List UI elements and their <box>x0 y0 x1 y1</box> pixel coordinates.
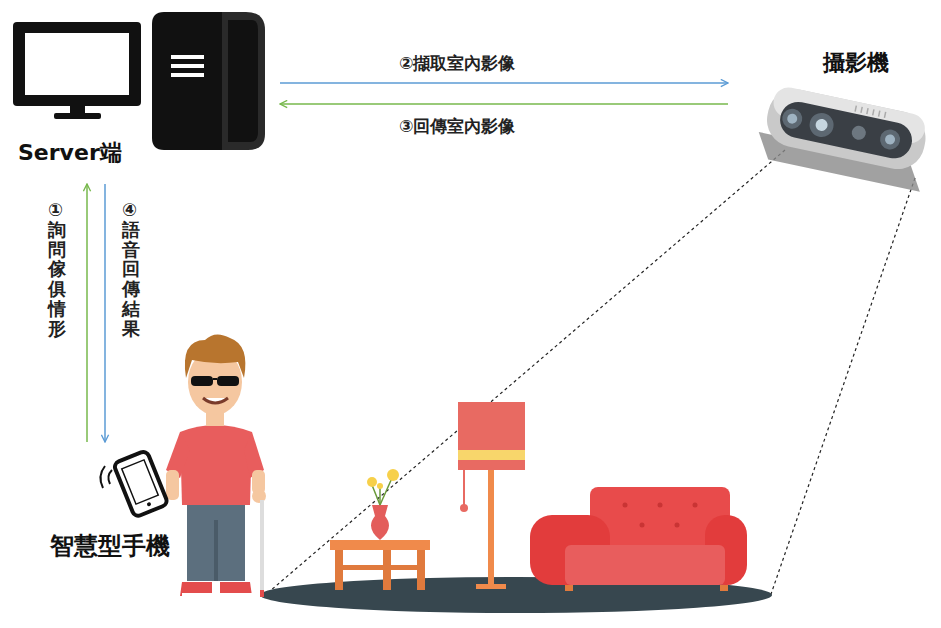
blind-person-figure-part <box>180 582 212 596</box>
sofa <box>530 487 747 591</box>
side-table-part <box>417 550 425 590</box>
blind-person-figure-part <box>182 593 212 597</box>
field-of-view-part <box>770 178 915 597</box>
depth-camera-icon-part <box>878 128 902 152</box>
server-tower-icon-part <box>171 55 204 59</box>
blind-person-figure-part <box>191 376 213 386</box>
smartphone-icon-part-part <box>113 450 168 517</box>
floor-lamp <box>458 402 525 589</box>
edge-label: ③回傳室內影像 <box>396 114 518 139</box>
floor-lamp-part <box>458 450 525 460</box>
floor-lamp-part <box>476 584 506 589</box>
blind-person-figure-part <box>187 503 245 581</box>
depth-camera-icon-part <box>814 118 828 132</box>
smartphone-icon-part-part <box>146 502 151 507</box>
blind-person-figure-part <box>180 425 252 505</box>
sofa-part <box>623 503 698 528</box>
flower-vase-part <box>377 483 383 489</box>
depth-camera-icon-part-part <box>879 111 880 117</box>
smartphone-icon-part <box>100 466 105 488</box>
server-tower-icon <box>152 12 265 150</box>
depth-camera-icon-part <box>780 107 804 131</box>
edge-label: ①詢問傢俱情形 <box>47 198 67 341</box>
depth-camera-icon-part-part <box>884 112 885 118</box>
node-label: 智慧型手機 <box>50 530 170 562</box>
monitor-icon-part <box>54 113 101 119</box>
server-tower-icon-part <box>171 64 204 68</box>
depth-camera-icon-part <box>855 106 886 118</box>
sofa-part-part <box>675 523 680 528</box>
blind-person-figure-part <box>214 520 218 581</box>
depth-camera-icon-part-part <box>855 106 856 112</box>
blind-person-figure-part <box>260 500 264 597</box>
edge-label: ②擷取室內影像 <box>396 51 518 76</box>
monitor-icon-part <box>25 33 129 95</box>
floor-lamp-part <box>463 470 465 506</box>
blind-person-figure-part <box>185 334 246 378</box>
smartphone-node: 智慧型手機 <box>40 446 180 562</box>
blind-person-figure-part <box>213 378 217 380</box>
node-label: 攝影機 <box>823 48 889 78</box>
depth-camera-icon-part <box>786 113 798 125</box>
server-node: Server端 <box>12 10 268 168</box>
side-table-part <box>343 565 417 570</box>
monitor-icon-part <box>13 22 141 106</box>
sofa-part-part <box>640 523 645 528</box>
node-label: Server端 <box>18 138 122 168</box>
depth-camera-icon-part <box>884 134 896 146</box>
depth-camera-icon <box>754 83 936 192</box>
flow-arrow <box>280 103 728 105</box>
flower-vase-part-part <box>379 488 381 505</box>
sofa-part <box>565 545 725 585</box>
sofa-part-part <box>623 503 628 508</box>
side-table-part <box>330 540 430 550</box>
depth-camera-icon-part-part <box>873 109 874 115</box>
edge-label: ④語音回傳結果 <box>121 198 141 341</box>
flower-vase-part <box>367 477 377 487</box>
smartphone-icon <box>100 450 168 517</box>
flow-arrow <box>280 82 728 84</box>
blind-person-figure-part <box>217 376 239 386</box>
flow-arrow <box>104 184 106 442</box>
flower-vase-part-part <box>380 478 392 505</box>
sofa-part <box>720 585 728 591</box>
server-tower-icon-part <box>222 12 265 150</box>
blind-person-figure-part <box>260 590 264 597</box>
server-tower-icon-part <box>152 12 222 150</box>
flower-vase-part <box>387 469 399 481</box>
field-of-view-part <box>263 150 785 597</box>
blind-person-figure <box>166 334 266 597</box>
sofa-part-part <box>658 503 663 508</box>
sofa-part <box>565 585 573 591</box>
depth-camera-icon-part <box>777 99 916 162</box>
camera-node: 攝影機 <box>748 48 930 188</box>
smartphone-icon-part <box>108 470 112 484</box>
flow-arrow <box>86 184 88 442</box>
smartphone-icon-part <box>113 450 168 517</box>
flower-vase-part <box>371 505 389 540</box>
floor-lamp-part <box>458 402 525 470</box>
server-tower-icon-part <box>228 20 258 142</box>
blind-person-figure-part <box>203 398 228 403</box>
field-of-view <box>263 150 915 597</box>
sofa-part-part <box>693 503 698 508</box>
depth-camera-icon-part <box>807 111 835 139</box>
depth-camera-icon-part-part <box>861 107 862 113</box>
floor-lamp-part <box>488 470 494 585</box>
depth-camera-icon-part-part <box>867 108 868 114</box>
depth-camera-icon-part <box>762 84 931 174</box>
side-table <box>330 540 430 590</box>
server-tower-icon-part <box>171 73 204 77</box>
floor-lamp-part <box>460 504 468 512</box>
flower-vase <box>367 469 399 540</box>
blind-person-figure-part <box>220 593 252 597</box>
side-table-part <box>335 550 343 590</box>
monitor-icon <box>13 22 141 119</box>
blind-person-figure-part <box>220 582 252 596</box>
blind-person-figure-part <box>166 470 179 500</box>
smartphone-icon-part-part <box>122 460 158 504</box>
depth-camera-icon-part <box>850 125 867 142</box>
